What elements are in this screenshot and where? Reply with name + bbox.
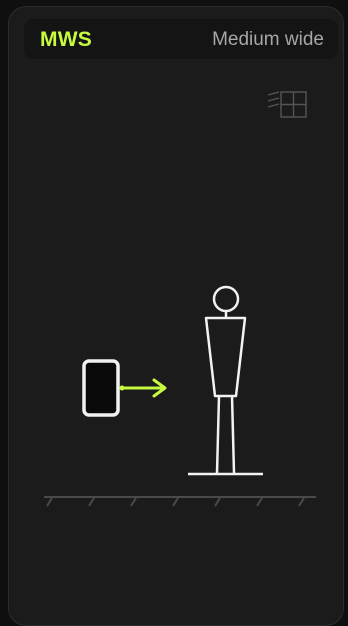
standing-person-icon — [188, 287, 263, 474]
phone-camera-icon — [84, 361, 118, 415]
ground-line-icon — [44, 497, 316, 506]
arrow-right-icon — [120, 380, 166, 396]
window-grid-icon — [268, 92, 306, 117]
